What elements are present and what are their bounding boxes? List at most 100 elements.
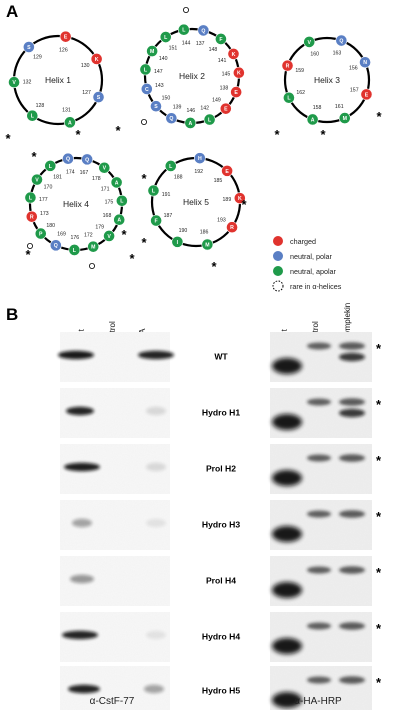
residue-letter: L [169,164,173,170]
residue-number: 179 [95,225,104,231]
residue-number: 177 [39,197,48,203]
residue-number: 186 [200,230,209,236]
residue-number: 126 [59,47,68,53]
row-star: * [376,565,382,580]
residue-letter: L [31,114,35,120]
residue-dot [103,230,115,242]
residue-number: 168 [103,213,112,219]
residue-letter: S [154,104,158,110]
residue-number: 143 [155,83,164,89]
left-band [58,350,94,360]
residue-dot [232,66,245,79]
blot-row-4: Hydro H3* [60,500,382,550]
right-symplekin-band-lower [339,408,365,418]
legend-polar-label: neutral, polar [290,252,333,261]
residue-dot [26,109,39,122]
right-input-band [272,692,302,708]
right-antibody-label: α-HA-HRP [294,696,342,707]
legend-apolar-swatch [273,266,283,276]
residue-letter: Q [339,38,343,44]
residue-number: 132 [23,79,32,85]
row-star: * [376,341,382,356]
panel-a-label: A [6,2,18,21]
residue-letter: K [232,52,236,58]
left-band [64,462,100,472]
residue-letter: L [208,117,212,123]
helix-star: * [121,227,127,242]
residue-L175: L 175 [105,194,128,207]
right-input-band [272,470,302,486]
residue-letter: M [91,245,95,251]
residue-dot [110,176,123,189]
right-symplekin-band [339,566,365,574]
residue-dot [197,24,210,37]
residue-dot [230,86,243,98]
right-input-band [272,638,302,654]
residue-dot [146,45,159,57]
residue-letter: Q [54,243,58,249]
residue-dot [115,194,128,207]
residue-number: 142 [200,105,209,111]
residue-number: 189 [223,197,232,203]
rare-residue-marker [182,7,189,13]
left-band [66,406,94,416]
residue-number: 191 [162,192,171,198]
residue-dot [150,214,163,227]
residue-dot [177,23,190,36]
row-star: * [376,675,382,690]
helix-ring [283,36,371,124]
residue-letter: M [343,116,347,122]
residue-number: 138 [220,85,229,91]
residue-number: 175 [105,199,114,205]
residue-number: 163 [333,51,342,57]
blot-rows: WT*Hydro H1*Prol H2*Hydro H3*Prol H4*Hyd… [58,332,382,710]
residue-letter: A [188,121,192,127]
helix-star: * [141,171,147,186]
residue-letter: K [237,71,241,77]
residue-dot [201,238,214,251]
left-band [138,350,174,360]
residue-number: 180 [46,223,55,229]
right-input-band [272,526,302,542]
row-label: Hydro H3 [202,520,240,530]
residue-letter: H [198,156,202,162]
residue-letter: I [177,240,179,246]
residue-dot [87,240,100,253]
right-input-band [272,414,302,430]
residue-letter: K [238,196,242,202]
residue-dot [59,30,72,43]
residue-letter: V [308,40,312,46]
residue-letter: L [152,189,156,195]
residue-letter: Q [169,116,173,122]
residue-letter: L [120,199,124,205]
residue-number: 173 [40,211,49,217]
residue-dot [147,184,160,197]
legend-charged-swatch [273,236,283,246]
residue-dot [25,210,38,223]
row-label: Hydro H1 [202,408,240,418]
helix-title: Helix 5 [183,197,209,207]
residue-dot [283,91,295,104]
residue-number: 172 [84,232,93,238]
helix-star: * [211,259,217,274]
legend-rare-label: rare in α-helices [290,282,342,291]
helix-star: * [241,197,247,212]
panel-b: B Input Control α-HA Input Control α-Sym… [6,303,382,710]
